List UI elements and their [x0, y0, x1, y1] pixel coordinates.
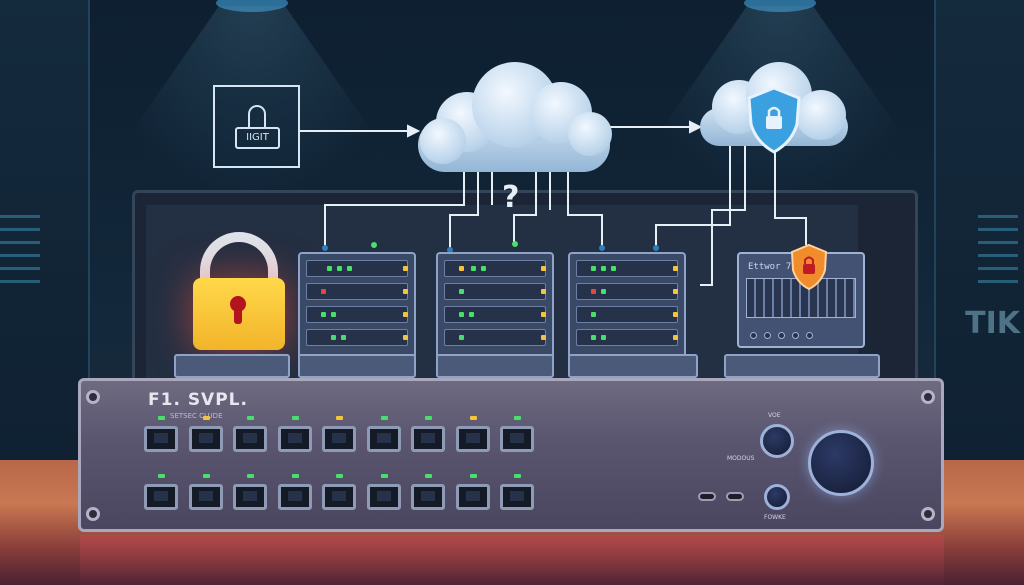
- server-unit-3: [568, 252, 686, 360]
- port-led: [336, 416, 343, 420]
- port-led: [291, 416, 299, 420]
- right-wall-vent: [978, 215, 1018, 293]
- status-dot: [806, 332, 813, 339]
- keyhole-slot: [234, 306, 242, 324]
- ethernet-port[interactable]: [500, 426, 534, 452]
- wall-text: TIK: [965, 306, 1020, 341]
- knob-left-label: MODOUS: [727, 455, 755, 462]
- server-unit-2: [436, 252, 554, 360]
- ethernet-port[interactable]: [500, 484, 534, 510]
- switch-subtitle: SETSEC CLUDE: [170, 412, 223, 420]
- floor-reflection: [80, 535, 944, 585]
- ethernet-port[interactable]: [144, 484, 178, 510]
- port-led: [158, 416, 165, 420]
- status-dot: [792, 332, 799, 339]
- ethernet-port[interactable]: [144, 426, 178, 452]
- port-led: [291, 474, 299, 478]
- ethernet-port[interactable]: [455, 484, 490, 510]
- ethernet-port[interactable]: [277, 484, 312, 510]
- ethernet-port[interactable]: [233, 426, 267, 452]
- server-unit-1: [298, 252, 416, 360]
- left-wall-panel: [0, 0, 90, 460]
- status-dot: [750, 332, 757, 339]
- port-led: [202, 474, 210, 478]
- server-base-2: [298, 354, 416, 378]
- port-led: [514, 474, 521, 478]
- ethernet-port[interactable]: [188, 426, 223, 452]
- port-led: [469, 474, 477, 478]
- ethernet-port[interactable]: [366, 484, 401, 510]
- right-wall-panel: TIK: [934, 0, 1024, 460]
- gateway-lock-icon: [248, 105, 266, 129]
- server-base-1: [174, 354, 290, 378]
- ethernet-port[interactable]: [455, 426, 490, 452]
- ethernet-port[interactable]: [411, 484, 445, 510]
- knob-bottom-label: FOWKE: [764, 514, 786, 521]
- port-led: [247, 474, 254, 478]
- server-base-5: [724, 354, 880, 378]
- control-knob-top[interactable]: [760, 424, 794, 458]
- port-led: [336, 474, 343, 478]
- port-led: [425, 474, 432, 478]
- port-led: [247, 416, 254, 420]
- control-knob-bottom[interactable]: [764, 484, 790, 510]
- switch-title: F1. SVPL.: [148, 390, 248, 410]
- ethernet-port[interactable]: [411, 426, 445, 452]
- ethernet-port[interactable]: [322, 426, 356, 452]
- status-dot: [778, 332, 785, 339]
- question-mark: ?: [502, 180, 520, 215]
- toggle-switch-1[interactable]: [698, 492, 716, 501]
- ethernet-port[interactable]: [366, 426, 401, 452]
- server-base-3: [436, 354, 554, 378]
- shield-icon: [747, 86, 801, 154]
- server-base-4: [568, 354, 698, 378]
- padlock-shackle: [200, 232, 278, 294]
- knob-top-label: VOE: [768, 412, 781, 419]
- spotlight-left-icon: [216, 0, 288, 12]
- screw-icon: [921, 507, 935, 521]
- port-led: [380, 416, 388, 420]
- left-wall-vent: [0, 215, 40, 293]
- ethernet-port[interactable]: [322, 484, 356, 510]
- screw-icon: [921, 390, 935, 404]
- port-led: [202, 416, 210, 420]
- port-led: [514, 416, 521, 420]
- port-led: [469, 416, 477, 420]
- security-appliance-label: Ettwor 75: [748, 262, 797, 272]
- status-dot: [764, 332, 771, 339]
- spotlight-right-icon: [744, 0, 816, 12]
- screw-icon: [86, 390, 100, 404]
- port-led: [425, 416, 432, 420]
- ethernet-port[interactable]: [277, 426, 312, 452]
- gateway-label: IIGIT: [235, 127, 280, 149]
- ethernet-port[interactable]: [188, 484, 223, 510]
- warning-shield-icon: [790, 243, 828, 291]
- ethernet-port[interactable]: [233, 484, 267, 510]
- control-knob-main[interactable]: [808, 430, 874, 496]
- toggle-switch-2[interactable]: [726, 492, 744, 501]
- port-led: [158, 474, 165, 478]
- port-led: [380, 474, 388, 478]
- screw-icon: [86, 507, 100, 521]
